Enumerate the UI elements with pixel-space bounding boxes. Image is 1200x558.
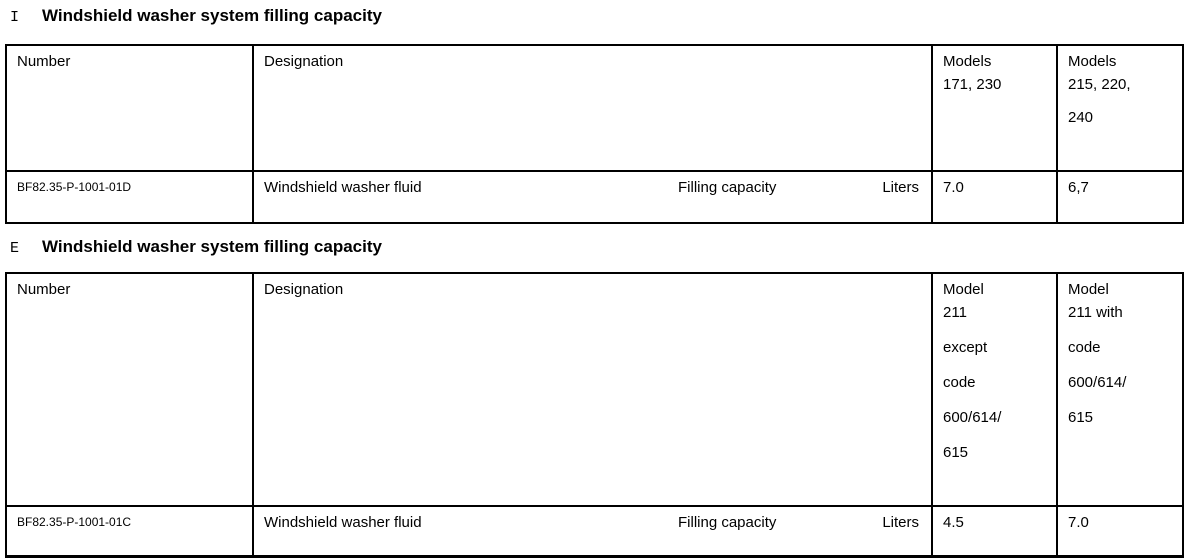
header-line: 211 with bbox=[1068, 304, 1123, 321]
header-line: code bbox=[1068, 339, 1101, 356]
attribute-text: Filling capacity bbox=[678, 514, 777, 531]
table-header-row: Number Designation Models 171, 230 Model… bbox=[5, 44, 1184, 172]
header-designation: Designation bbox=[252, 44, 933, 172]
section-title: Windshield washer system filling capacit… bbox=[42, 6, 382, 25]
table-data-row: BF82.35-P-1001-01D Windshield washer flu… bbox=[5, 170, 1184, 224]
designation-content: Windshield washer fluid Filling capacity… bbox=[264, 511, 921, 534]
section-marker: I bbox=[10, 9, 20, 26]
cell-designation: Windshield washer fluid Filling capacity… bbox=[252, 170, 933, 224]
section-title: Windshield washer system filling capacit… bbox=[42, 237, 382, 256]
attribute-text: Filling capacity bbox=[678, 179, 777, 196]
cell-value-col3: 4.5 bbox=[931, 505, 1058, 557]
cell-value-col3: 7.0 bbox=[931, 170, 1058, 224]
header-models-col4: Models 215, 220, 240 bbox=[1056, 44, 1184, 172]
section-marker: E bbox=[10, 240, 20, 257]
header-model-col3: Model 211 except code 600/614/ 615 bbox=[931, 272, 1058, 507]
table-data-row: BF82.35-P-1001-01C Windshield washer flu… bbox=[5, 505, 1184, 557]
header-line: 171, 230 bbox=[943, 76, 1002, 93]
cell-value-col4: 7.0 bbox=[1056, 505, 1184, 557]
cell-designation: Windshield washer fluid Filling capacity… bbox=[252, 505, 933, 557]
header-line: Model bbox=[943, 281, 984, 298]
designation-text: Windshield washer fluid bbox=[264, 514, 422, 531]
header-line: 240 bbox=[1068, 109, 1094, 126]
header-line: 615 bbox=[1068, 409, 1094, 426]
header-line: code bbox=[943, 374, 976, 391]
header-line: except bbox=[943, 339, 988, 356]
table-header-row: Number Designation Model 211 except code… bbox=[5, 272, 1184, 507]
capacity-table-1: Number Designation Models 171, 230 Model… bbox=[5, 44, 1184, 224]
section-heading-1: I Windshield washer system filling capac… bbox=[10, 0, 1200, 26]
header-line: Models bbox=[943, 53, 992, 70]
header-line: 600/614/ bbox=[943, 409, 1002, 426]
designation-content: Windshield washer fluid Filling capacity… bbox=[264, 176, 921, 199]
section-heading-2: E Windshield washer system filling capac… bbox=[10, 237, 1200, 257]
designation-text: Windshield washer fluid bbox=[264, 179, 422, 196]
header-line: Model bbox=[1068, 281, 1109, 298]
header-line: Models bbox=[1068, 53, 1117, 70]
header-line: 600/614/ bbox=[1068, 374, 1127, 391]
cell-value-col4: 6,7 bbox=[1056, 170, 1184, 224]
capacity-table-2: Number Designation Model 211 except code… bbox=[5, 272, 1184, 558]
unit-text: Liters bbox=[882, 179, 919, 196]
cell-part-number: BF82.35-P-1001-01C bbox=[5, 505, 254, 557]
header-models-col3: Models 171, 230 bbox=[931, 44, 1058, 172]
header-designation: Designation bbox=[252, 272, 933, 507]
header-line: 215, 220, bbox=[1068, 76, 1131, 93]
header-line: 211 bbox=[943, 304, 967, 321]
unit-text: Liters bbox=[882, 514, 919, 531]
header-model-col4: Model 211 with code 600/614/ 615 bbox=[1056, 272, 1184, 507]
header-number: Number bbox=[5, 272, 254, 507]
header-line: 615 bbox=[943, 444, 969, 461]
cell-part-number: BF82.35-P-1001-01D bbox=[5, 170, 254, 224]
header-number: Number bbox=[5, 44, 254, 172]
